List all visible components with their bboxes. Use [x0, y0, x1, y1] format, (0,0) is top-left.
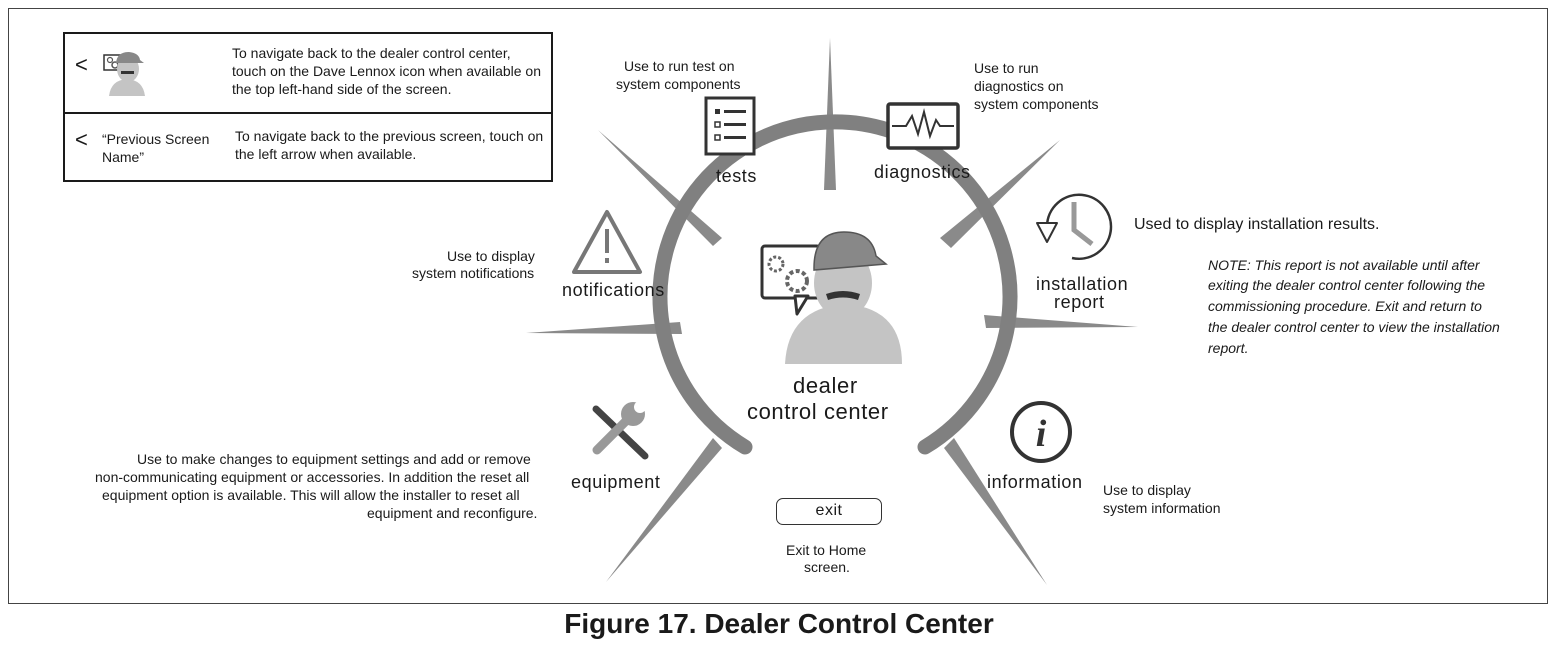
installation-report-desc: Used to display installation results.	[1134, 216, 1380, 233]
warning-triangle-icon	[572, 210, 642, 274]
equipment-desc-line2: non-communicating equipment or accessori…	[95, 469, 530, 485]
ray-right	[984, 315, 1138, 328]
diagnostics-label[interactable]: diagnostics	[874, 162, 971, 182]
exit-desc-line2: screen.	[804, 559, 850, 575]
previous-screen-name-line1: “Previous Screen	[102, 131, 210, 147]
previous-nav-description: To navigate back to the previous screen,…	[235, 128, 544, 162]
equipment-desc-line1: Use to make changes to equipment setting…	[137, 451, 531, 467]
information-desc-line2: system information	[1103, 500, 1221, 516]
exit-desc-line1: Exit to Home	[786, 542, 867, 558]
legend-divider	[65, 112, 551, 114]
installation-report-label-line2[interactable]: report	[1054, 292, 1105, 312]
equipment-label[interactable]: equipment	[571, 472, 661, 492]
notifications-desc-line2: system notifications	[412, 265, 535, 281]
installation-note-line1: NOTE: This report is not available until…	[1208, 257, 1480, 273]
info-icon: i	[1010, 401, 1072, 463]
equipment-desc-line4: equipment and reconfigure.	[367, 505, 538, 521]
previous-screen-name-line2: Name”	[102, 149, 145, 165]
navigation-legend: < To navigate back to the dealer control…	[63, 32, 553, 182]
ray-upper-right	[940, 140, 1060, 248]
information-label[interactable]: information	[987, 472, 1083, 492]
ray-upper-left	[598, 130, 722, 246]
dave-lennox-icon	[103, 52, 145, 96]
notifications-label[interactable]: notifications	[562, 280, 665, 300]
installation-report-label-line1[interactable]: installation	[1036, 274, 1129, 294]
figure-frame	[8, 8, 1548, 604]
center-label-line1: dealer	[793, 373, 858, 398]
tests-desc-line2: system components	[616, 76, 741, 92]
diagnostics-desc-line3: system components	[974, 96, 1099, 112]
tests-label[interactable]: tests	[716, 166, 758, 186]
installation-note-line3: commissioning procedure. Exit and return…	[1208, 298, 1482, 314]
dealer-nav-description: To navigate back to the dealer control c…	[232, 45, 541, 97]
svg-text:i: i	[1036, 413, 1047, 455]
equipment-desc-line3: equipment option is available. This will…	[102, 487, 520, 503]
ray-top	[824, 38, 836, 190]
clock-history-icon	[1036, 193, 1113, 260]
center-dave-icon	[760, 231, 902, 364]
heartbeat-monitor-icon	[886, 102, 960, 150]
installation-note-line5: report.	[1208, 340, 1249, 356]
ray-lower-left	[606, 438, 722, 582]
figure-caption: Figure 17. Dealer Control Center	[564, 608, 994, 639]
wrench-screwdriver-icon	[592, 401, 649, 460]
checklist-icon	[704, 96, 756, 156]
center-arc	[652, 114, 1018, 455]
tests-desc-line1: Use to run test on	[624, 58, 735, 74]
exit-button[interactable]: exit	[776, 498, 882, 525]
installation-note-line4: the dealer control center to view the in…	[1208, 319, 1500, 335]
diagnostics-desc-line2: diagnostics on	[974, 78, 1064, 94]
ray-lower-right	[944, 438, 1047, 585]
installation-note-line2: exiting the dealer control center follow…	[1208, 277, 1486, 293]
ray-left	[526, 322, 682, 334]
back-arrow-previous: <	[75, 127, 88, 152]
rays	[526, 38, 1138, 585]
diagnostics-desc-line1: Use to run	[974, 60, 1039, 76]
center-label-line2: control center	[747, 399, 889, 424]
information-desc-line1: Use to display	[1103, 482, 1191, 498]
notifications-desc-line1: Use to display	[447, 248, 535, 264]
back-arrow-dealer: <	[75, 52, 88, 77]
